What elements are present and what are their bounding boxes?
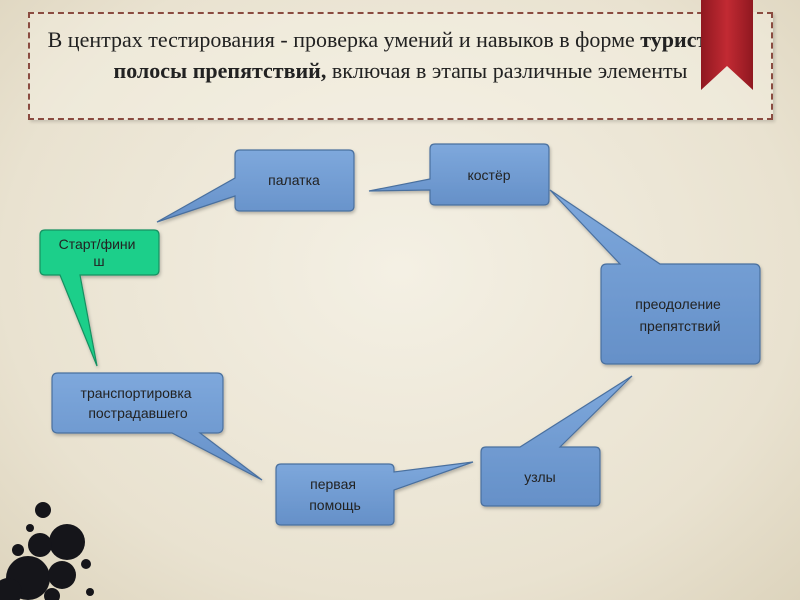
node-transport-line-2: пострадавшего xyxy=(88,405,188,421)
bookmark-ribbon-icon xyxy=(701,0,753,90)
node-start-label: Старт/фини ш xyxy=(59,236,140,269)
node-obstacles: преодоление препятствий xyxy=(549,189,761,365)
node-obstacles-line-1: преодоление xyxy=(635,296,721,312)
node-knots-label: узлы xyxy=(524,469,556,485)
node-first-aid-label: первая помощь xyxy=(309,476,361,513)
node-first-aid-line-2: помощь xyxy=(309,497,361,513)
node-start-line-2: ш xyxy=(93,253,104,269)
node-campfire: костёр xyxy=(368,143,550,206)
node-transport-label: транспортировка пострадавшего xyxy=(81,385,196,421)
ink-blot-decoration xyxy=(0,502,94,600)
node-transport-line-1: транспортировка xyxy=(81,385,192,401)
node-start-line-1: Старт/фини xyxy=(59,236,136,252)
node-start: Старт/фини ш xyxy=(39,229,160,367)
node-tent: палатка xyxy=(156,149,355,223)
node-transport: транспортировка пострадавшего xyxy=(51,372,263,481)
node-first-aid-line-1: первая xyxy=(310,476,356,492)
node-campfire-label: костёр xyxy=(467,167,510,183)
title-part-2: включая в этапы различные элементы xyxy=(326,58,688,83)
title-frame xyxy=(28,12,773,120)
node-obstacles-line-2: препятствий xyxy=(639,318,720,334)
node-knots: узлы xyxy=(480,375,633,507)
node-first-aid: первая помощь xyxy=(275,461,474,526)
node-obstacles-label: преодоление препятствий xyxy=(635,296,724,334)
node-tent-label: палатка xyxy=(268,172,320,188)
title-part-1: В центрах тестирования - проверка умений… xyxy=(47,27,641,52)
